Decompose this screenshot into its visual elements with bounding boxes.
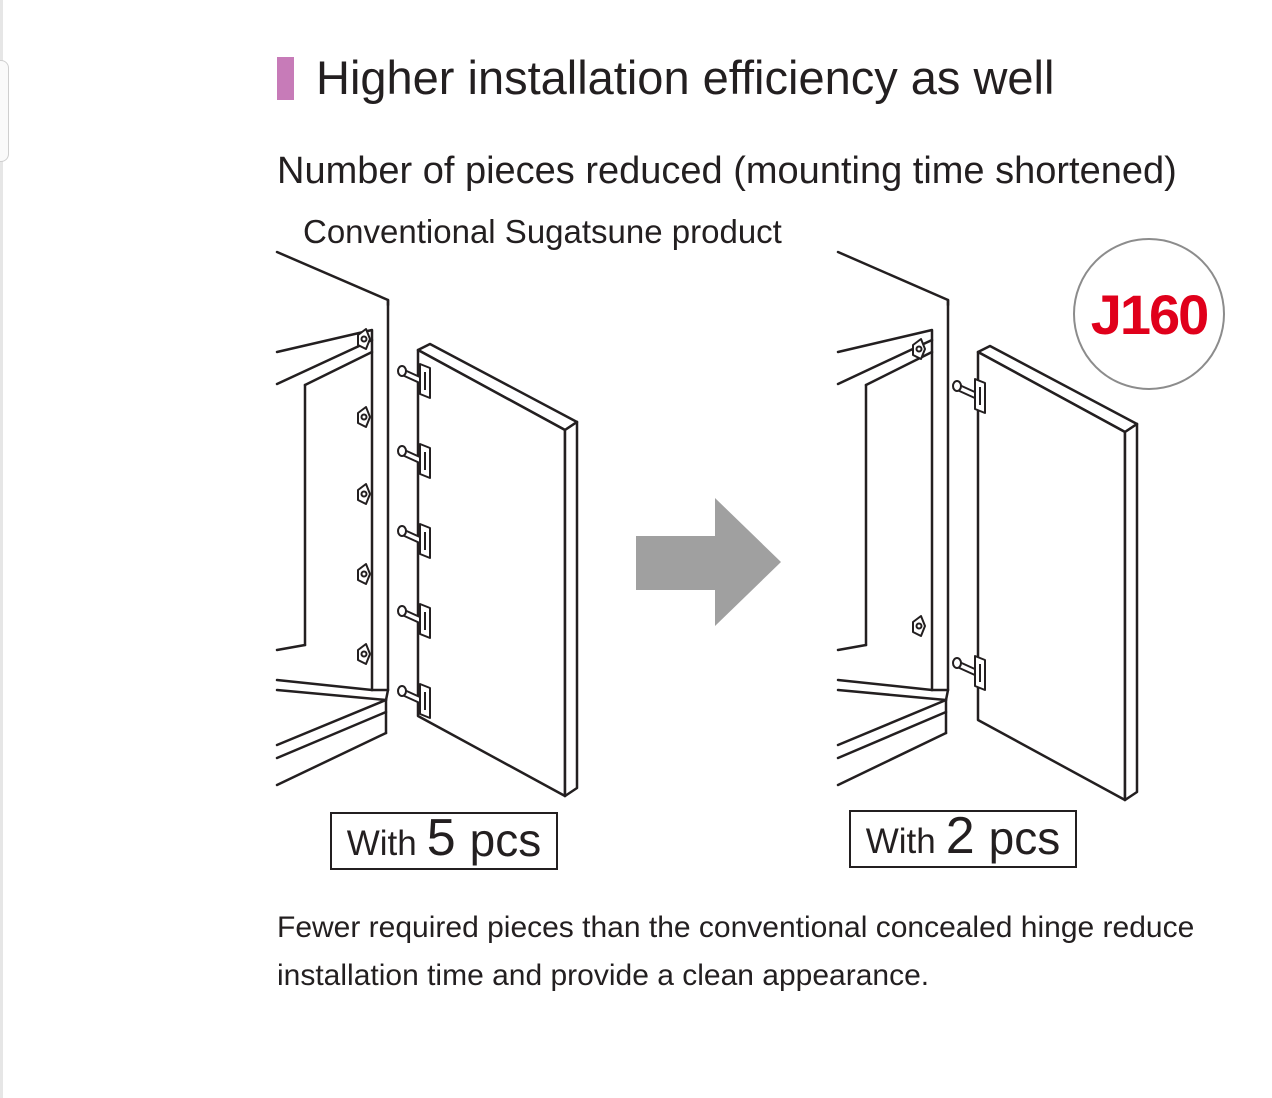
badge-label: J160 [1090,282,1210,346]
cabinet-right-illustration [836,250,950,787]
mounting-plate-icon [357,328,371,350]
count-prefix: With [346,824,417,863]
count-unit: pcs [988,812,1061,864]
count-unit: pcs [469,814,542,866]
piece-count-box-left: With 5 pcs [330,812,558,870]
door-right-illustration [976,344,1139,802]
mounting-plate-icon [357,406,371,428]
count-prefix: With [865,822,936,861]
hinge-cup-icon [397,443,431,479]
piece-count-box-right: With 2 pcs [849,810,1077,868]
hinge-cup-icon [397,683,431,719]
count-number: 2 [945,807,975,865]
mounting-plate-icon [912,615,926,637]
mounting-plate-icon [357,483,371,505]
mounting-plate-icon [357,643,371,665]
description-text: Fewer required pieces than the conventio… [277,911,1195,992]
hinge-cup-icon [952,378,986,414]
section-heading: Higher installation efficiency as well [277,48,1054,108]
count-number: 5 [426,809,456,867]
hinge-cup-icon [952,655,986,691]
subheading: Number of pieces reduced (mounting time … [277,150,1177,192]
right-arrow-icon [636,498,781,626]
hinge-cup-icon [397,603,431,639]
mounting-plate-icon [357,563,371,585]
page-edge [0,0,3,1098]
conventional-product-caption: Conventional Sugatsune product [303,213,782,250]
door-left-illustration [416,342,579,798]
heading-text: Higher installation efficiency as well [316,51,1055,104]
cabinet-left-illustration [275,250,390,787]
hinge-cup-icon [397,523,431,559]
j160-badge: J160 [1073,238,1225,390]
mounting-plate-icon [912,338,926,360]
hinge-cup-icon [397,363,431,399]
heading-accent-bar [277,56,294,100]
